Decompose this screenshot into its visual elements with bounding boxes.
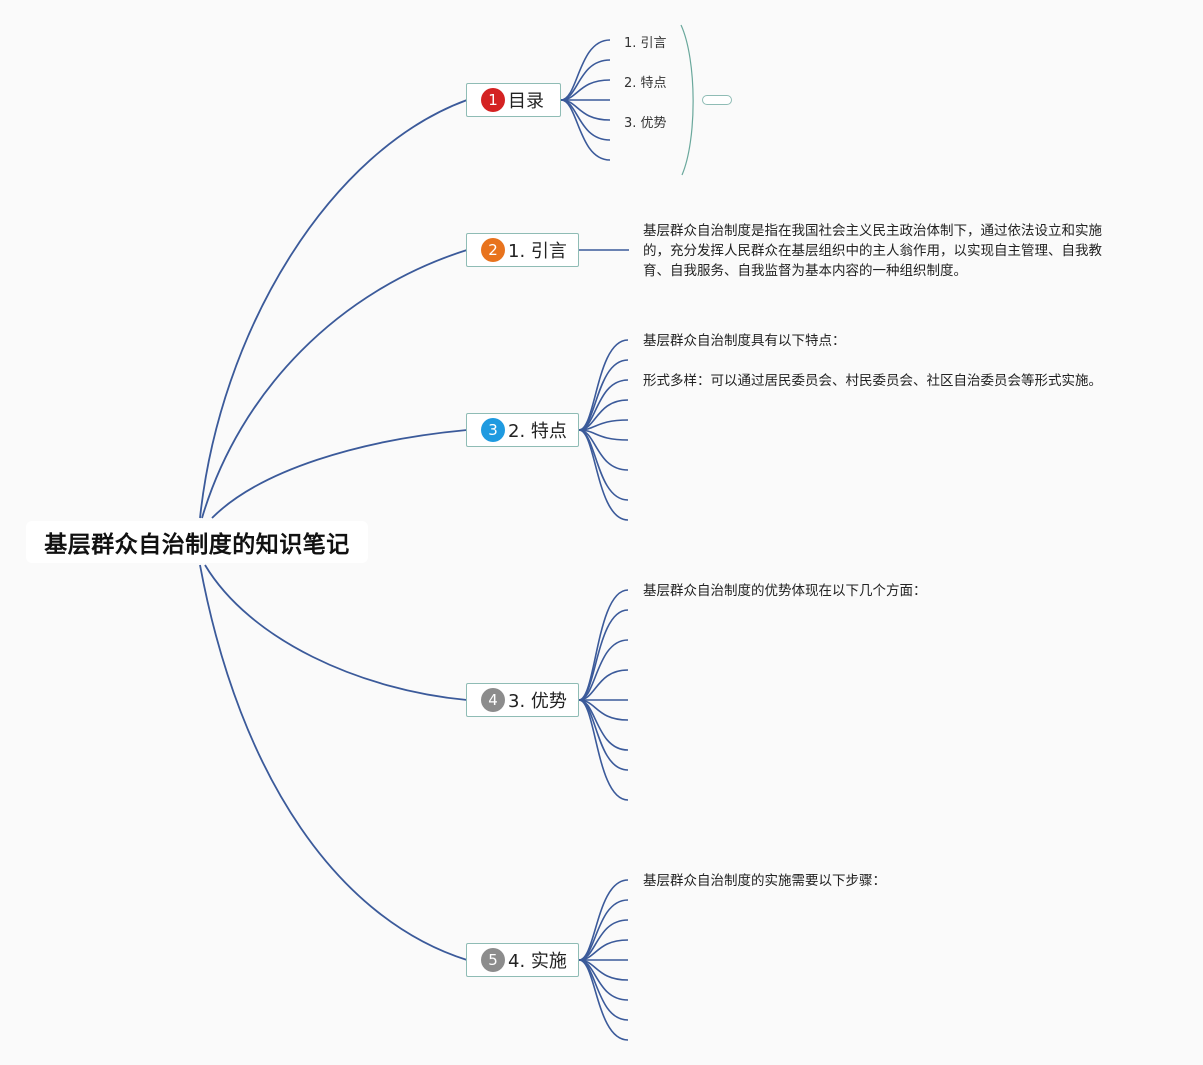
advantages-branch-3: [578, 639, 629, 701]
implementation-branch-8: [578, 959, 629, 1021]
topic-intro-label: 1. 引言: [508, 241, 567, 262]
advantages-branch-9: [578, 699, 629, 801]
badge-1-icon: 1: [481, 88, 505, 112]
link-root-advantages: [204, 564, 468, 701]
toc-branch-7: [560, 99, 611, 161]
topic-advantages[interactable]: 4 3. 优势: [466, 683, 579, 717]
features-branch-9: [578, 429, 629, 521]
badge-5-icon: 5: [481, 948, 505, 972]
toc-item-intro[interactable]: 1. 引言: [624, 36, 667, 51]
summary-bracket: [680, 24, 694, 176]
topic-intro[interactable]: 2 1. 引言: [466, 233, 579, 267]
implementation-branch-9: [578, 959, 629, 1041]
toc-item-features[interactable]: 2. 特点: [624, 76, 667, 91]
advantages-branch-2: [578, 609, 629, 701]
advantages-branch-1: [578, 589, 629, 701]
implementation-heading: 基层群众自治制度的实施需要以下步骤：: [643, 873, 886, 889]
topic-implementation-label: 4. 实施: [508, 951, 567, 972]
features-heading: 基层群众自治制度具有以下特点：: [643, 333, 846, 349]
summary-node[interactable]: [702, 95, 732, 105]
topic-implementation[interactable]: 5 4. 实施: [466, 943, 579, 977]
badge-4-icon: 4: [481, 688, 505, 712]
intro-note: 基层群众自治制度是指在我国社会主义民主政治体制下，通过依法设立和实施的，充分发挥…: [643, 223, 1102, 279]
topic-features-label: 2. 特点: [508, 421, 567, 442]
link-root-features: [211, 429, 468, 519]
central-topic-label: 基层群众自治制度的知识笔记: [44, 532, 350, 558]
advantages-heading: 基层群众自治制度的优势体现在以下几个方面：: [643, 583, 927, 599]
toc-branch-1: [560, 39, 611, 101]
topic-advantages-label: 3. 优势: [508, 691, 567, 712]
advantages-branch-4: [578, 669, 629, 701]
implementation-branch-2: [578, 899, 629, 961]
toc-item-advantages[interactable]: 3. 优势: [624, 116, 667, 131]
badge-2-icon: 2: [481, 238, 505, 262]
link-root-intro: [201, 249, 468, 519]
badge-3-icon: 3: [481, 418, 505, 442]
topic-toc[interactable]: 1 目录: [466, 83, 561, 117]
features-branch-1: [578, 339, 629, 431]
topic-toc-label: 目录: [508, 91, 544, 112]
features-item-diverse-forms: 形式多样：可以通过居民委员会、村民委员会、社区自治委员会等形式实施。: [643, 373, 1102, 389]
central-topic[interactable]: 基层群众自治制度的知识笔记: [26, 521, 368, 563]
topic-features[interactable]: 3 2. 特点: [466, 413, 579, 447]
link-root-implementation: [199, 564, 468, 961]
link-root-toc: [199, 99, 468, 519]
